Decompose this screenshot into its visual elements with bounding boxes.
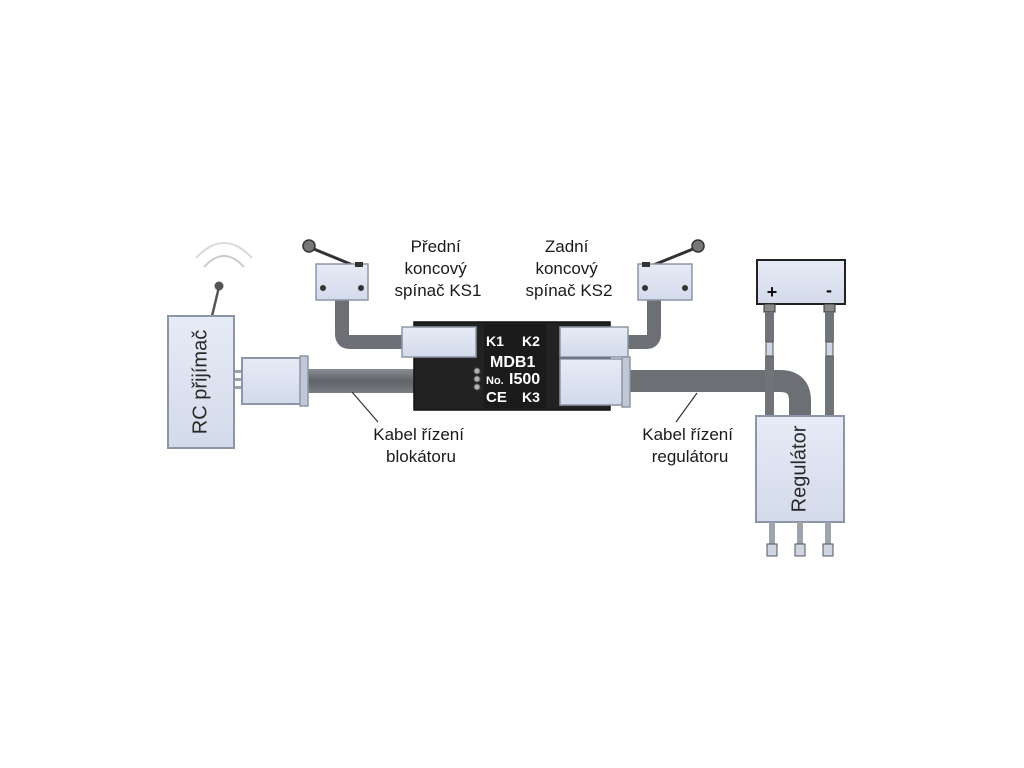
rear-switch-roller	[691, 239, 705, 253]
rear-switch-hole-2	[682, 285, 688, 291]
motor-wire-1	[769, 522, 775, 544]
receiver-lead-1	[233, 370, 243, 373]
module-k2-label: K2	[522, 333, 540, 349]
battery-minus-connector	[825, 341, 834, 357]
mdb1-module: K1 K2 MDB1 No. I500 CE K3	[401, 321, 631, 411]
module-no-label: No.	[486, 375, 504, 387]
antenna	[210, 286, 221, 317]
regulator-cable-leader	[675, 392, 698, 423]
battery-minus-label: -	[826, 280, 832, 300]
k1-connector	[401, 326, 477, 358]
receiver-lead-2	[233, 378, 243, 381]
receiver-body	[167, 315, 235, 449]
front-switch-hole-2	[358, 285, 364, 291]
regulator-cable-label: Kabel řízení regulátoru	[642, 425, 737, 466]
front-switch-hole-1	[320, 285, 326, 291]
module-name: MDB1	[490, 354, 535, 371]
rear-switch-hole-1	[642, 285, 648, 291]
battery-plus-connector	[765, 341, 774, 357]
motor-plug-3	[822, 543, 834, 557]
blocker-pin-1	[473, 367, 481, 375]
module-number: I500	[509, 371, 540, 388]
battery: + -	[756, 259, 846, 357]
rear-switch-label: Zadní koncový spínač KS2	[526, 237, 613, 300]
k2-connector	[559, 326, 629, 358]
motor-wire-2	[797, 522, 803, 544]
rear-limit-switch	[637, 239, 705, 301]
regulator-control-cable	[626, 370, 811, 418]
front-switch-roller	[302, 239, 316, 253]
rc-receiver: RC přijímač	[167, 242, 253, 449]
blocker-connector	[241, 357, 307, 405]
regulator-body	[755, 415, 845, 523]
motor-wire-3	[825, 522, 831, 544]
battery-minus-cable-top	[825, 312, 834, 342]
front-switch-body	[315, 263, 369, 301]
front-switch-label: Přední koncový spínač KS1	[395, 237, 482, 300]
module-k1-label: K1	[486, 333, 504, 349]
rear-switch-cable	[590, 300, 661, 349]
receiver-lead-3	[233, 386, 243, 389]
rear-switch-button	[642, 262, 650, 267]
battery-minus-wire	[825, 356, 834, 416]
k3-connector-ring	[621, 356, 631, 408]
blocker-pin-3	[473, 383, 481, 391]
k3-connector	[559, 358, 629, 406]
battery-plus-label: +	[767, 282, 778, 302]
front-limit-switch	[302, 239, 369, 301]
battery-plus-terminal	[763, 303, 776, 313]
module-k3-label: K3	[522, 389, 540, 405]
ce-mark: CE	[486, 389, 507, 406]
regulator-label: Regulátor	[788, 425, 810, 512]
battery-plus-cable-top	[765, 312, 774, 342]
regulator: Regulátor	[755, 415, 845, 557]
front-switch-cable	[335, 300, 404, 349]
antenna-tip	[214, 281, 224, 291]
battery-minus-terminal	[823, 303, 836, 313]
blocker-cable-label: Kabel řízení blokátoru	[373, 425, 468, 466]
rear-switch-body	[637, 263, 693, 301]
motor-plug-1	[766, 543, 778, 557]
blocker-connector-ring	[299, 355, 309, 407]
motor-plug-2	[794, 543, 806, 557]
signal-wave-icon	[203, 255, 245, 268]
battery-body	[756, 259, 846, 305]
battery-plus-wire	[765, 356, 774, 416]
blocker-cable-leader	[351, 391, 379, 423]
signal-wave-icon-outer	[195, 242, 253, 259]
blocker-pin-2	[473, 375, 481, 383]
module-label-panel	[484, 324, 546, 408]
receiver-label: RC přijímač	[189, 330, 211, 434]
front-switch-button	[355, 262, 363, 267]
